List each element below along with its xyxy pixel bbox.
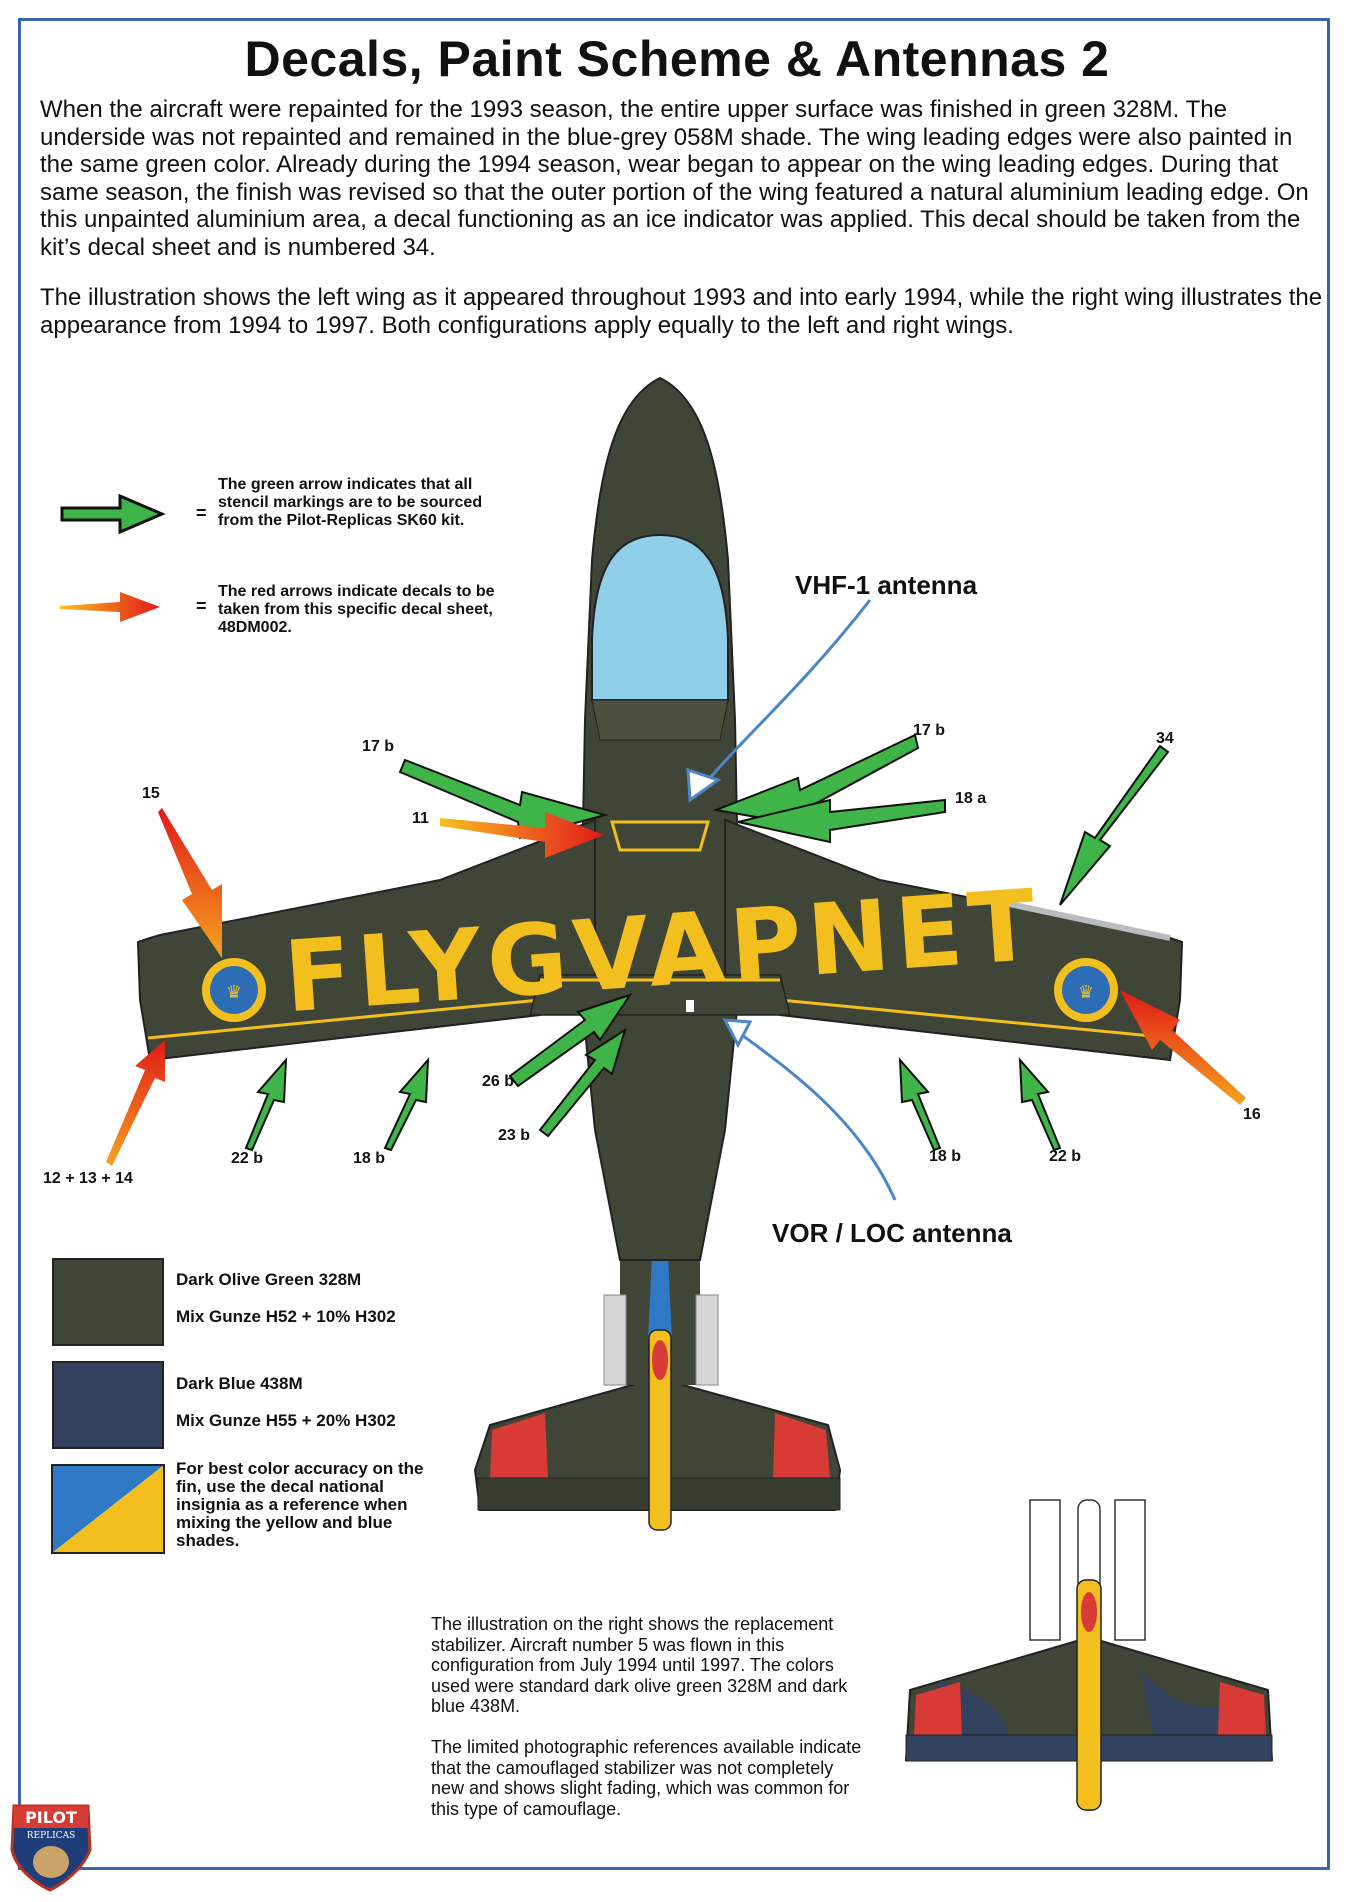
- stabilizer-note-1: The illustration on the right shows the …: [431, 1614, 848, 1716]
- vor-antenna-leader: [734, 1028, 897, 1201]
- fin-color-note: For best color accuracy on the fin, use …: [176, 1459, 424, 1550]
- tail-fin: [603, 1255, 719, 1531]
- intro-paragraph: When the aircraft were repainted for the…: [40, 96, 1309, 261]
- callout-17b-right: 17 b: [913, 722, 946, 739]
- callout-18b-left: 18 b: [353, 1150, 386, 1167]
- arrow-18a: [737, 798, 946, 844]
- legend-red-arrow-text: The red arrows indicate decals to be tak…: [218, 583, 495, 636]
- arrow-12-13-14: [106, 1040, 165, 1166]
- svg-text:♛: ♛: [226, 982, 242, 1003]
- callout-18a: 18 a: [955, 790, 987, 807]
- arrow-16: [1120, 990, 1246, 1105]
- vor-antenna-arrowhead: [722, 1018, 753, 1049]
- callout-22b-left: 22 b: [231, 1150, 264, 1167]
- swatch-olive-name: Dark Olive Green 328M: [176, 1270, 362, 1289]
- stabilizer-note-2: The limited photographic references avai…: [431, 1737, 862, 1819]
- callout-18b-right: 18 b: [929, 1148, 962, 1165]
- callout-11: 11: [412, 810, 429, 827]
- arrow-34: [1059, 744, 1170, 906]
- vor-antenna: [686, 1000, 694, 1012]
- callout-12-13-14: 12 + 13 + 14: [43, 1170, 133, 1187]
- page-title: Decals, Paint Scheme & Antennas 2: [244, 31, 1110, 87]
- right-wing: ♛: [724, 818, 1184, 1062]
- callout-23b: 23 b: [498, 1127, 531, 1144]
- legend-green-equals: =: [196, 503, 207, 523]
- logo-line1: PILOT: [25, 1808, 77, 1827]
- legend-red-equals: =: [196, 596, 207, 616]
- logo-line2: REPLICAS: [27, 1831, 76, 1841]
- swatch-blue-name: Dark Blue 438M: [176, 1374, 303, 1393]
- vhf-antenna-label: VHF-1 antenna: [795, 570, 978, 600]
- arrow-11: [440, 812, 604, 858]
- arrow-15: [158, 808, 222, 958]
- callout-22b-right: 22 b: [1049, 1148, 1082, 1165]
- arrow-18b-right: [898, 1057, 942, 1152]
- wing-center-section: [529, 974, 791, 1016]
- swatch-olive-mix: Mix Gunze H52 + 10% H302: [176, 1307, 396, 1326]
- callout-16: 16: [1243, 1106, 1261, 1123]
- callout-34: 34: [1156, 730, 1174, 747]
- vor-antenna-label: VOR / LOC antenna: [772, 1218, 1012, 1248]
- arrow-23b: [538, 1027, 627, 1138]
- svg-text:♛: ♛: [1078, 982, 1094, 1003]
- callout-15: 15: [142, 785, 160, 802]
- fin-color-swatch: [51, 1464, 165, 1554]
- fuel-hatch-outline: [610, 820, 710, 852]
- legend-green-arrow: [60, 493, 166, 535]
- swatch-dark-blue: [52, 1361, 164, 1449]
- page-frame: [18, 18, 1330, 1870]
- arrow-18b-left: [383, 1057, 430, 1152]
- callout-26b: 26 b: [482, 1073, 515, 1090]
- legend-red-arrow: [60, 592, 160, 622]
- fuselage: [578, 376, 742, 1261]
- arrow-22b-left: [244, 1057, 288, 1152]
- illustration-paragraph: The illustration shows the left wing as …: [40, 284, 1323, 339]
- swatch-olive-green: [52, 1258, 164, 1346]
- replacement-stabilizer: [904, 1499, 1274, 1811]
- swatch-blue-mix: Mix Gunze H55 + 20% H302: [176, 1411, 396, 1430]
- vhf-antenna-arrowhead: [686, 767, 722, 803]
- pilot-replicas-logo: PILOT REPLICAS: [10, 1804, 92, 1892]
- legend-green-arrow-text: The green arrow indicates that all stenc…: [218, 476, 483, 529]
- vhf-antenna-leader: [698, 599, 872, 791]
- callout-17b-left: 17 b: [362, 738, 395, 755]
- arrow-22b-right: [1018, 1057, 1062, 1152]
- arrow-26b: [508, 993, 633, 1088]
